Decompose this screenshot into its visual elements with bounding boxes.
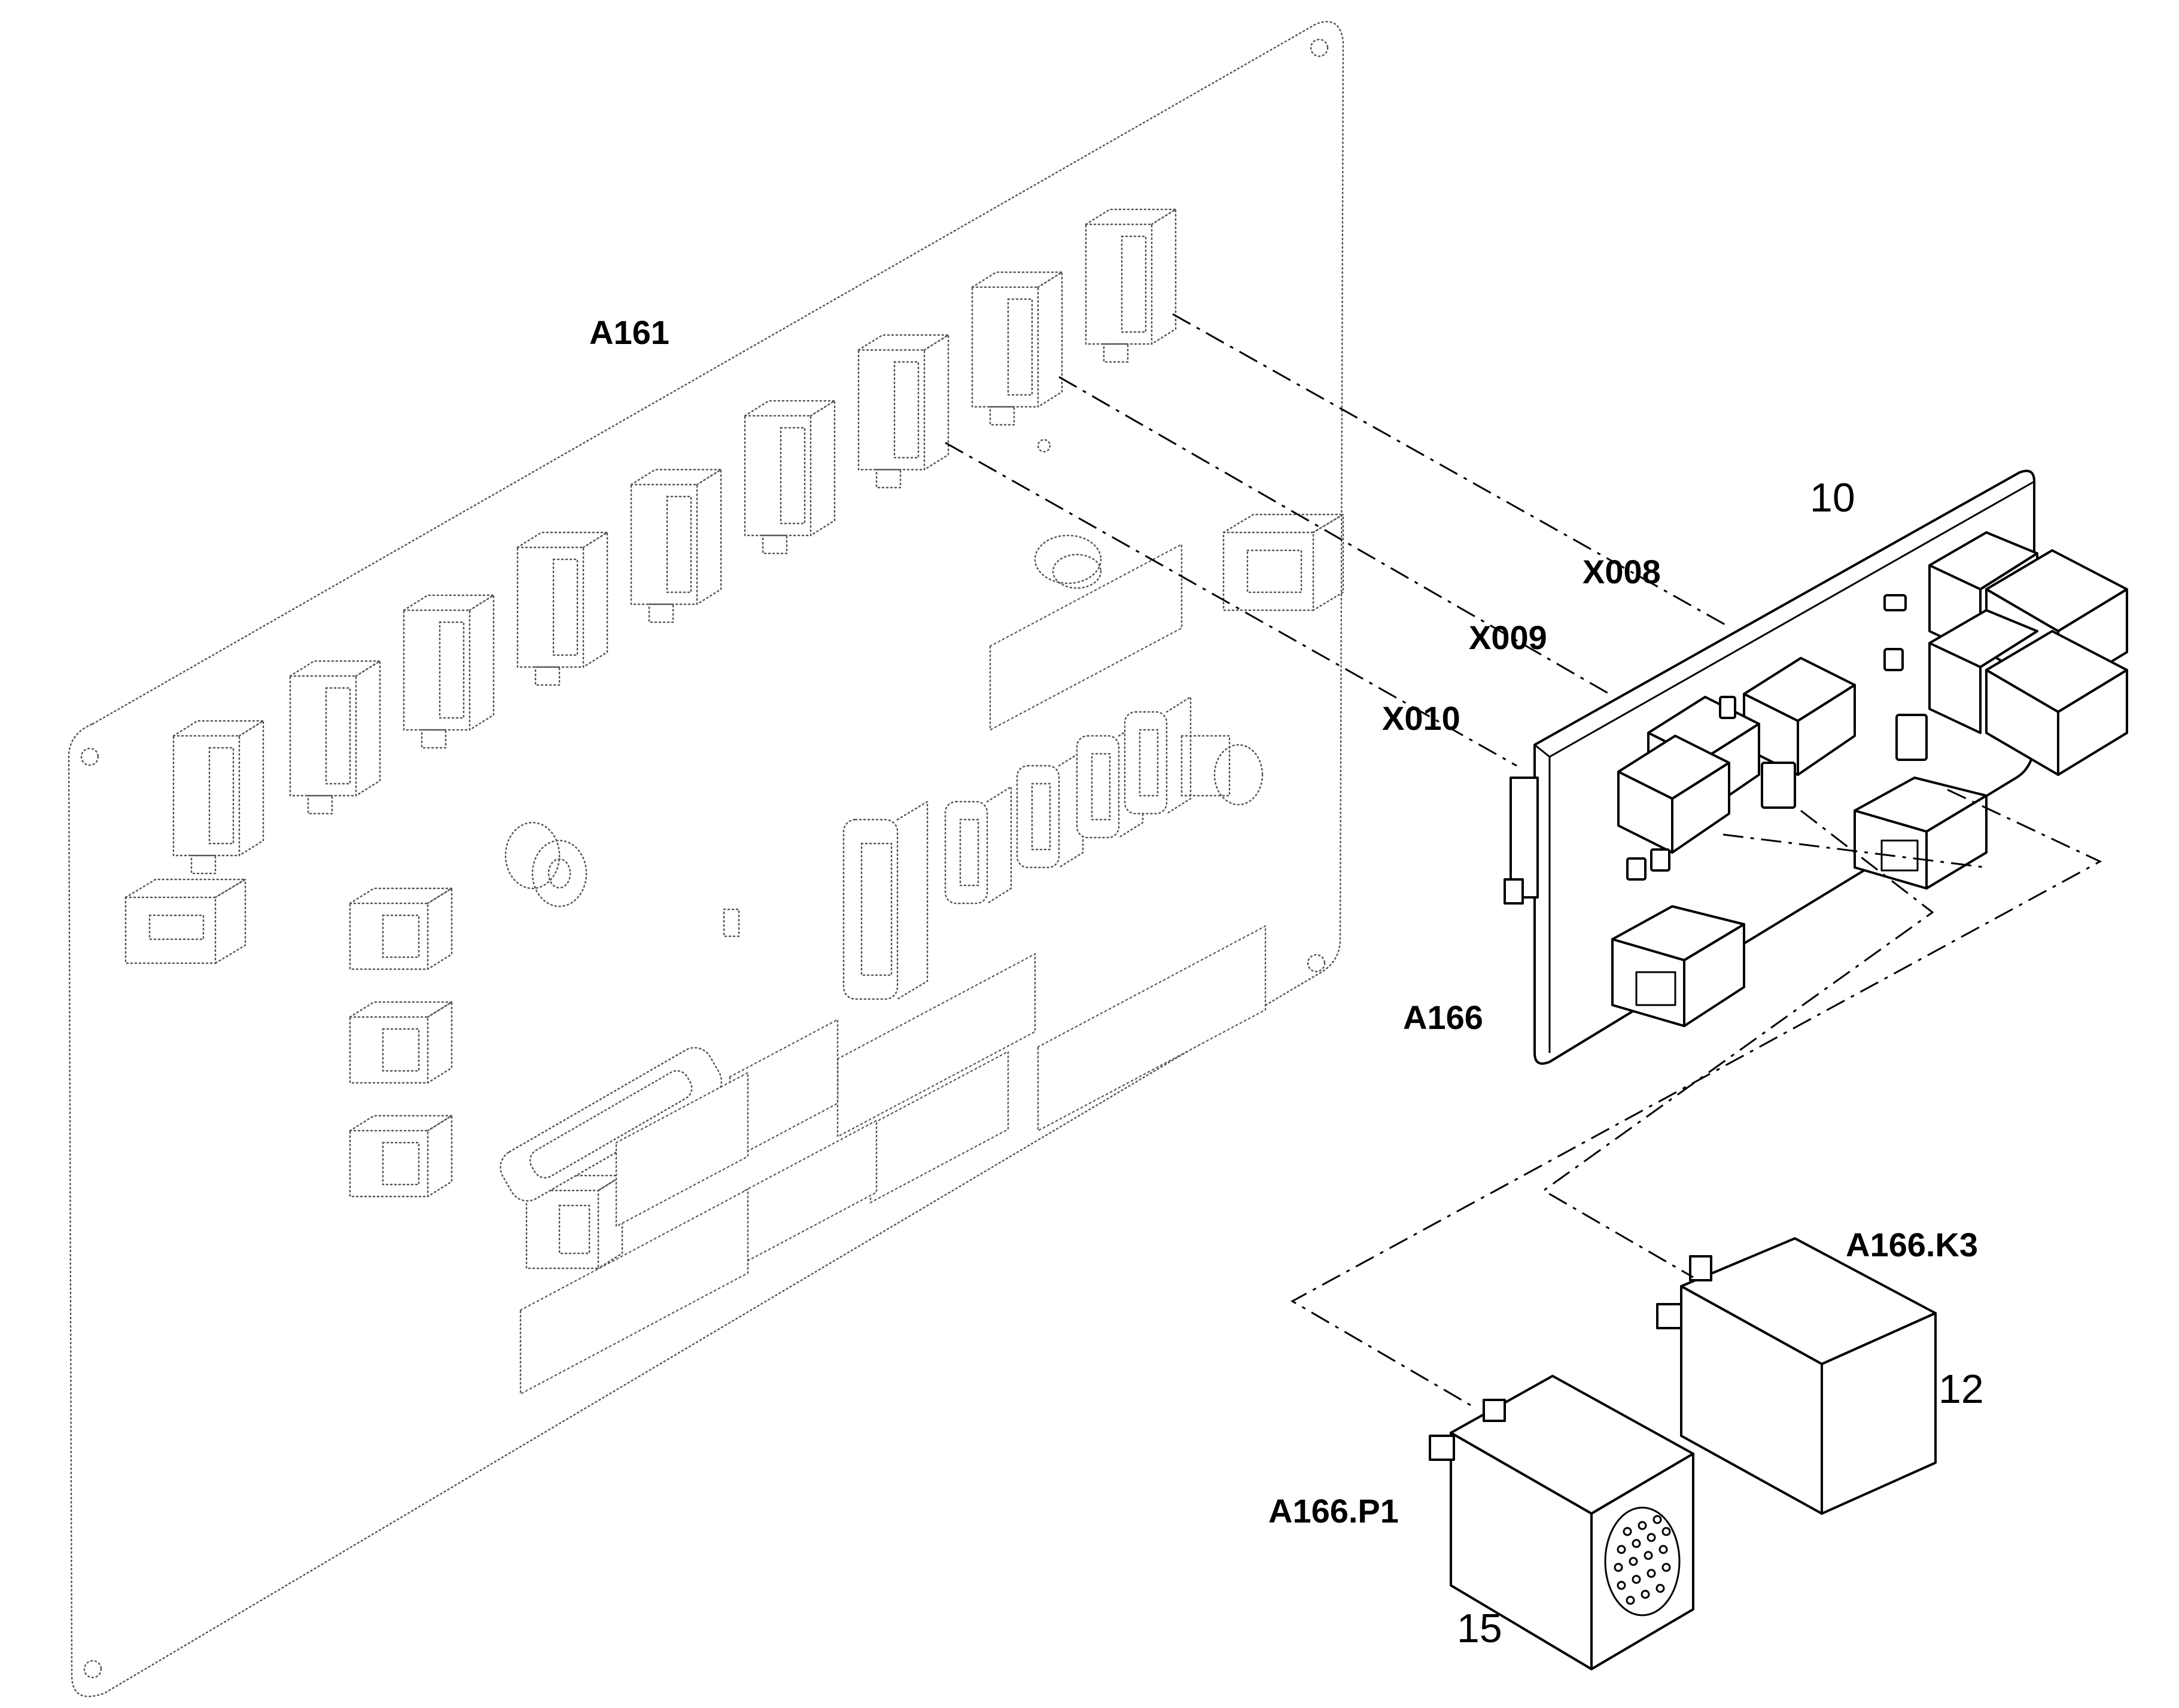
dsub-connector: [1076, 719, 1144, 839]
spring-part: [1034, 534, 1102, 589]
screw-part: [723, 908, 740, 937]
cylinder-part: [504, 821, 588, 908]
vertical-connector: [971, 270, 1065, 426]
item-number-10: 10: [1810, 475, 1855, 520]
relay-board-a166: [1504, 470, 2128, 1065]
board-connector: [1611, 905, 1745, 1027]
header-connector: [869, 1050, 1009, 1204]
label-x008: X008: [1582, 553, 1661, 590]
vertical-connector: [744, 399, 838, 555]
small-connector: [349, 1114, 455, 1198]
indicator-grille: [1604, 1506, 1681, 1616]
main-board-a161: [68, 21, 1344, 1697]
dsub-connector: [1124, 695, 1192, 815]
vertical-connector: [516, 531, 610, 686]
board-relay: [1928, 609, 2128, 776]
indicator-a166-p1: [1429, 1375, 1694, 1670]
knob-part: [1180, 735, 1264, 806]
label-a166: A166: [1403, 998, 1483, 1036]
vertical-connector: [857, 333, 951, 489]
header-connector: [744, 1119, 878, 1264]
labels: A161 X008 X009 X010 A166 A166.K3 A166.P1…: [589, 313, 1984, 1651]
small-connector: [124, 878, 248, 964]
header-connector: [1037, 925, 1267, 1132]
vertical-connector: [403, 593, 497, 749]
header-connector: [989, 543, 1183, 731]
board-connector: [1854, 777, 1988, 890]
small-connector: [525, 1174, 625, 1269]
vertical-connector: [1085, 208, 1179, 363]
relay-socket: [1617, 735, 1730, 854]
dsub-connector: [1016, 749, 1084, 869]
label-a166-k3: A166.K3: [1846, 1226, 1978, 1264]
item-number-12: 12: [1938, 1366, 1984, 1412]
item-number-15: 15: [1457, 1606, 1502, 1651]
vertical-connector: [630, 468, 724, 623]
label-a161: A161: [589, 313, 669, 351]
header-connector: [519, 1188, 749, 1395]
header-connector: [615, 1071, 749, 1228]
small-connector: [349, 887, 455, 970]
small-connector: [349, 1000, 455, 1084]
label-x010: X010: [1382, 699, 1460, 737]
main-board-connectors: [124, 208, 1346, 1395]
dsub-connector-wide: [500, 1047, 723, 1202]
vertical-connector: [172, 719, 266, 875]
vertical-connector: [289, 659, 383, 815]
label-a166-p1: A166.P1: [1268, 1492, 1399, 1530]
dsub-connector: [944, 785, 1012, 905]
leader-lines: [945, 313, 2102, 1407]
dsub-connector: [842, 800, 929, 1000]
relay-a166-k3: [1656, 1237, 1937, 1515]
small-connector: [1222, 513, 1346, 611]
label-x009: X009: [1469, 619, 1547, 656]
